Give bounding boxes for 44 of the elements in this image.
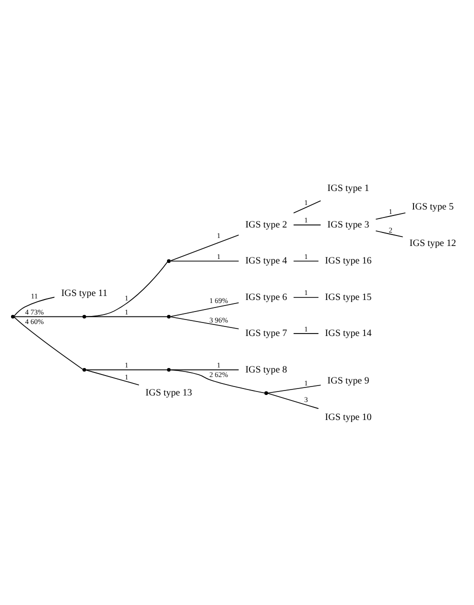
- connector: [85, 261, 168, 317]
- connector: [293, 332, 319, 334]
- node-text: IGS type 13: [146, 387, 192, 398]
- connector: [375, 230, 404, 237]
- connector: [86, 316, 168, 317]
- node-text: IGS type 3: [327, 218, 370, 230]
- node-point: [264, 390, 268, 394]
- connector: [293, 260, 319, 262]
- node-text: IGS type 7: [245, 328, 288, 339]
- node-text: IGS type 5: [412, 201, 454, 212]
- connector: [293, 200, 322, 213]
- node-text: IGS type 9: [327, 375, 370, 386]
- node-point: [166, 258, 171, 262]
- connector: [170, 234, 240, 261]
- node-point: [82, 367, 86, 372]
- connector: [268, 392, 319, 408]
- connector: [268, 384, 322, 393]
- connector: [293, 296, 319, 298]
- connector: [170, 316, 240, 329]
- connector: [170, 260, 240, 262]
- node-text: IGS type 10: [325, 411, 372, 422]
- node-text: IGS type 15: [325, 291, 372, 302]
- node-text: IGS type 14: [325, 328, 372, 339]
- node-text: IGS type 2: [245, 218, 288, 230]
- node-text: IGS type 8: [245, 364, 288, 375]
- connector: [14, 316, 84, 370]
- node-text: IGS type 6: [245, 291, 288, 302]
- connector: [14, 296, 55, 316]
- connector: [86, 368, 168, 370]
- node-point: [82, 314, 86, 318]
- node-point: [11, 314, 15, 318]
- node-text: IGS type 11: [61, 287, 108, 298]
- node-point: [166, 314, 171, 318]
- node-point: [166, 367, 171, 372]
- connector: [293, 224, 322, 225]
- connector: [86, 369, 140, 385]
- connector: [375, 212, 406, 220]
- node-text: IGS type 4: [245, 255, 288, 266]
- node-text: IGS type 1: [327, 182, 370, 194]
- node-text: IGS type 16: [325, 255, 372, 266]
- node-text: IGS type 12: [410, 237, 456, 248]
- connector: [14, 316, 84, 317]
- connector: [170, 368, 266, 393]
- connector: [170, 302, 240, 316]
